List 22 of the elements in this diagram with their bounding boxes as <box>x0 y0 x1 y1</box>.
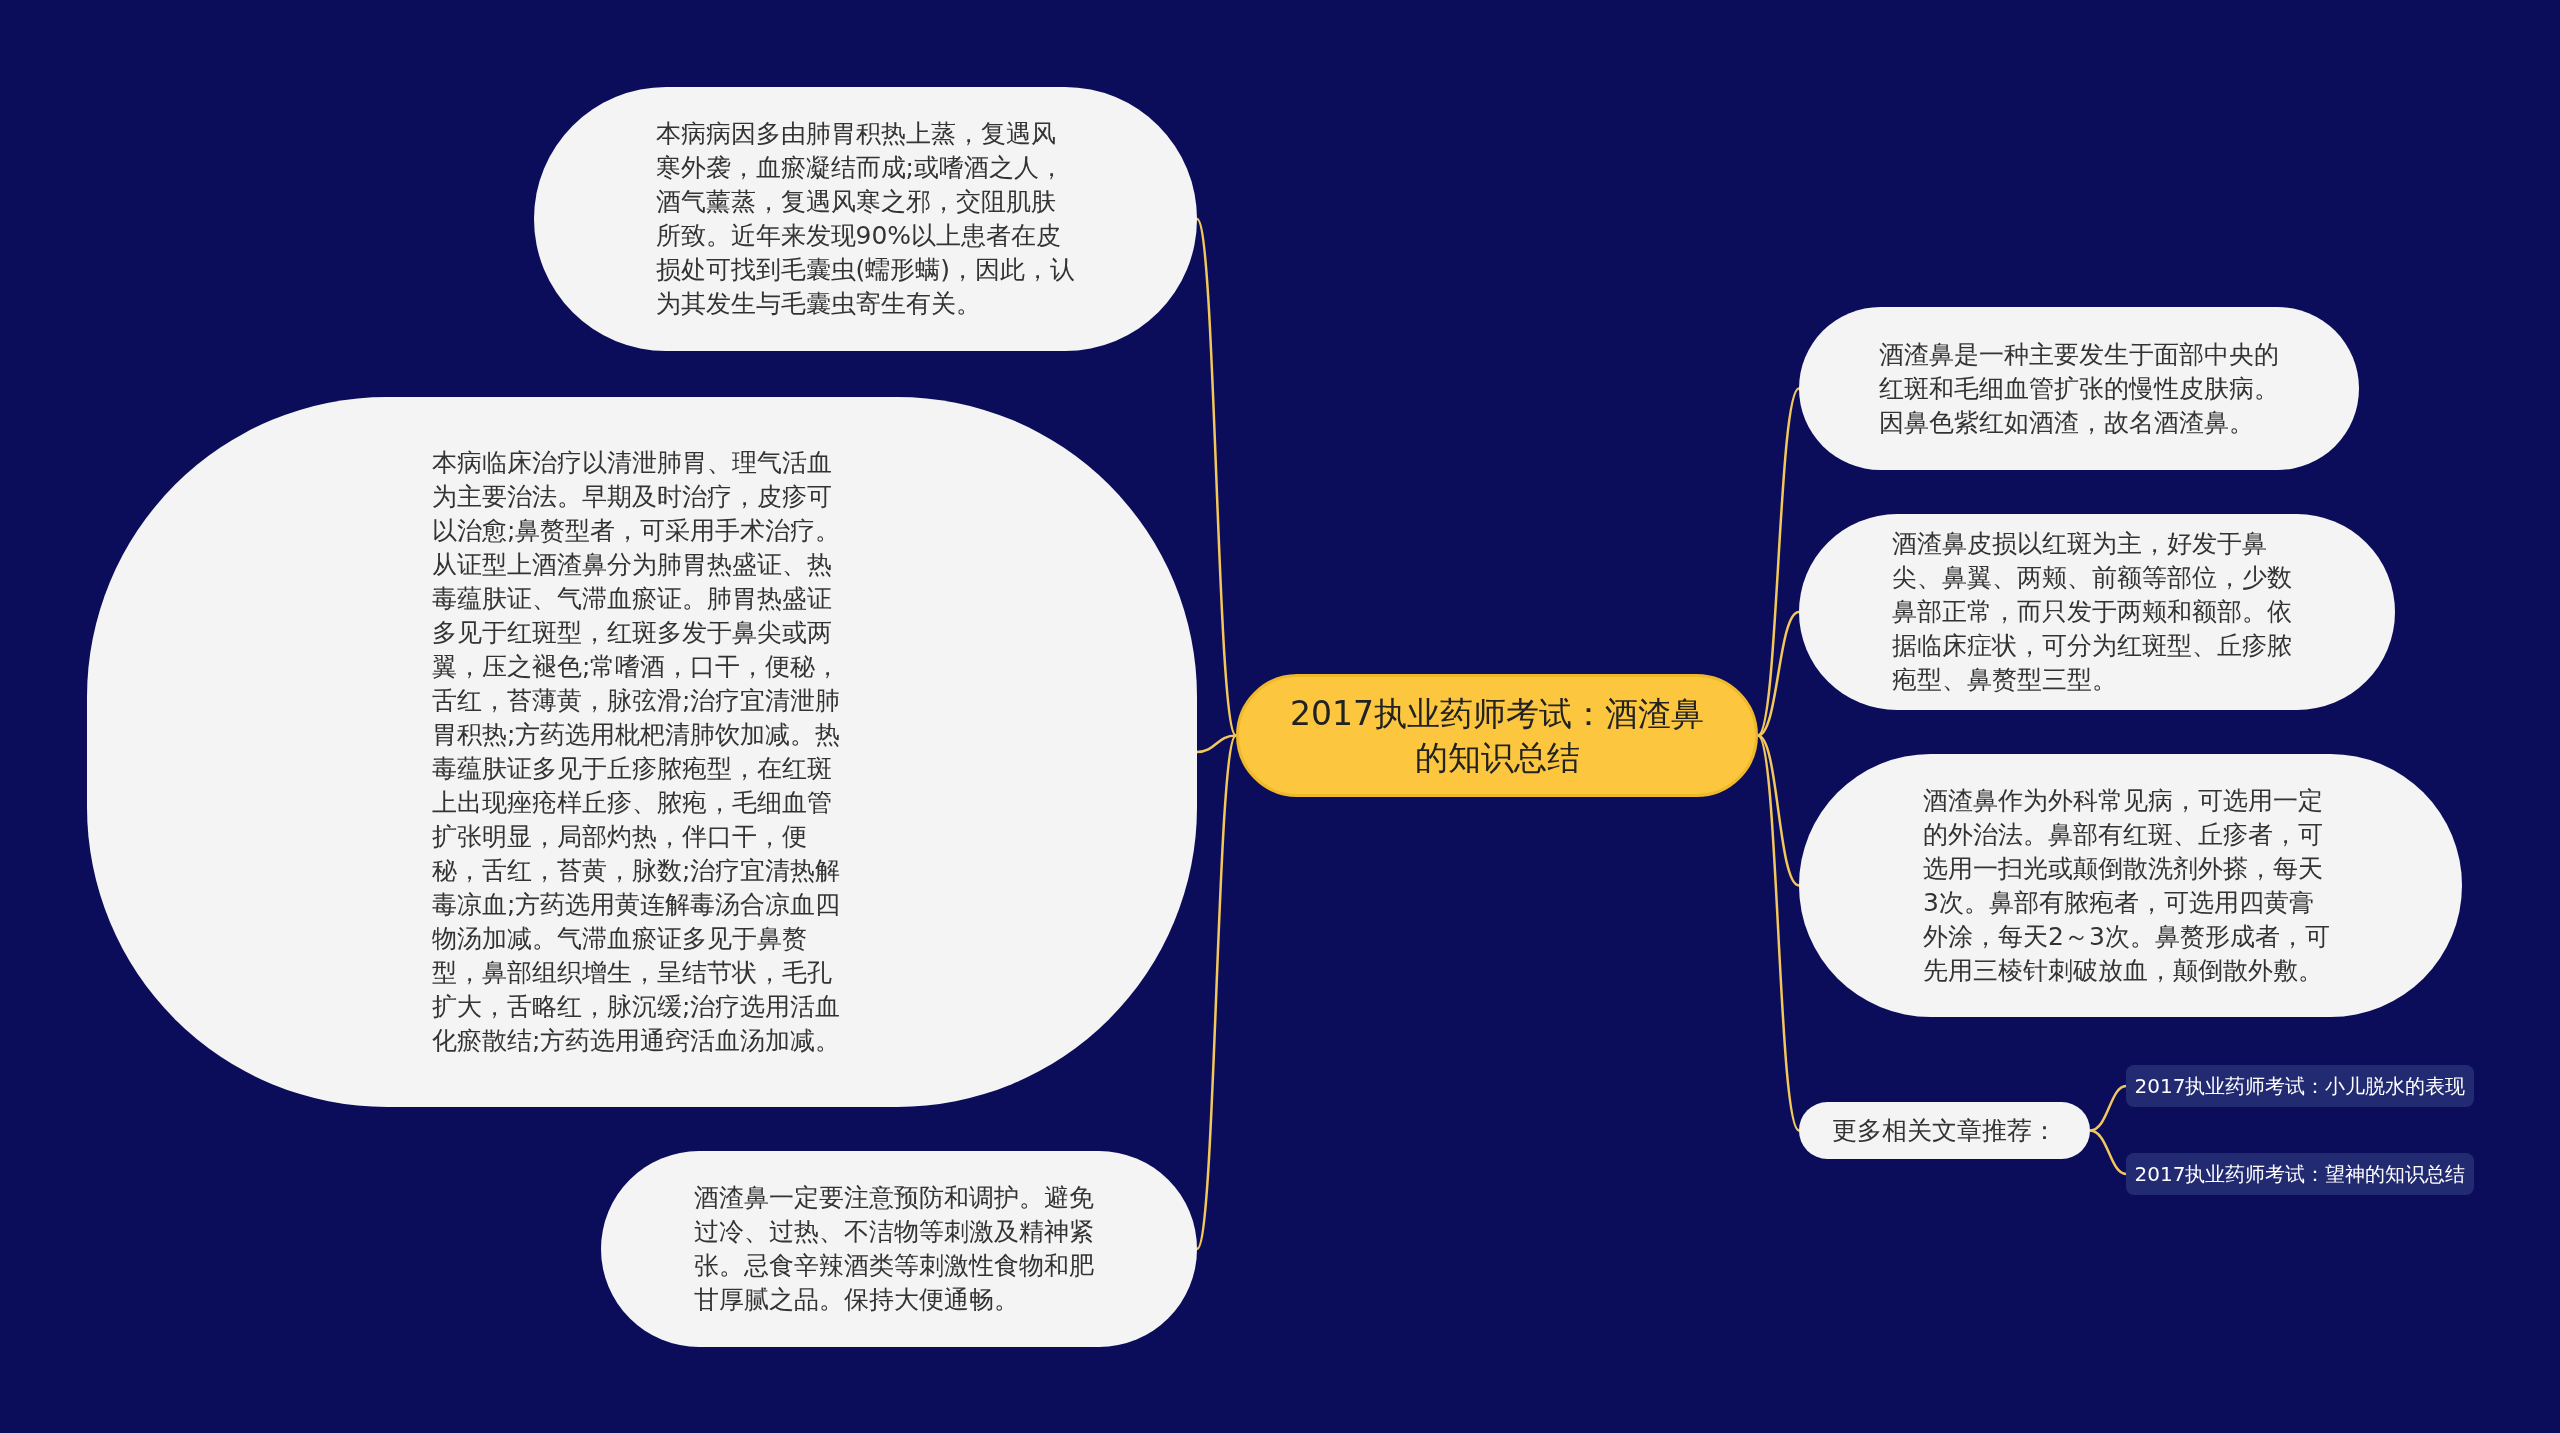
connector-line <box>1757 610 1800 737</box>
node-text: 更多相关文章推荐： <box>1831 1114 2058 1147</box>
node-text: 本病临床治疗以清泄肺胃、理气活血为主要治法。早期及时治疗，皮疹可以治愈;鼻赘型者，可采用手术治疗。从证型上酒渣鼻分为肺胃热盛证、热毒蕴肤证、气滞血瘀证。肺胃热盛证多见于红斑型，红斑多发于鼻尖或两翼，压之褪色;常嗜酒，口干，便秘，舌红，苔薄黄，脉弦滑;治疗宜清泄肺胃积热;方药选用枇杷清肺饮加减。热毒蕴肤证多见于丘疹脓疱型，在红斑上出现痤疮样丘疹、脓疱，毛细血管扩张明显，局部灼热，伴口干，便秘，舌红，苔黄，脉数;治疗宜清热解毒凉血;方药选用黄连解毒汤合凉血四物汤加减。气滞血瘀证多见于鼻赘型，鼻部组织增生，呈结节状，毛孔扩大，舌略红，脉沉缓;治疗选用活血化瘀散结;方药选用通窍活血汤加减。 <box>432 447 842 1057</box>
node-text: 酒渣鼻皮损以红斑为主，好发于鼻尖、鼻翼、两颊、前额等部位，少数鼻部正常，而只发于两颊和额部。依据临床症状，可分为红斑型、丘疹脓疱型、鼻赘型三型。 <box>1892 528 2293 696</box>
connector-line <box>1195 218 1238 736</box>
node-text: 本病病因多由肺胃积热上蒸，复遇风寒外袭，血瘀凝结而成;或嗜酒之人，酒气薰蒸，复遇风寒之邪，交阻肌肤所致。近年来发现90%以上患者在皮损处可找到毛囊虫(蠕形螨)，因此，认为其发生与毛囊虫寄生有关。 <box>655 118 1076 320</box>
connector-line <box>2089 1129 2127 1176</box>
node-text: 酒渣鼻一定要注意预防和调护。避免过冷、过热、不洁物等刺激及精神紧张。忌食辛辣酒类等刺激性食物和肥甘厚腻之品。保持大便通畅。 <box>694 1182 1095 1316</box>
connector-line <box>1196 734 1237 754</box>
note-pill <box>1799 1102 2090 1159</box>
node-text: 酒渣鼻作为外科常见病，可选用一定的外治法。鼻部有红斑、丘疹者，可选用一扫光或颠倒散洗剂外搽，每天3次。鼻部有脓疱者，可选用四黄膏外涂，每天2～3次。鼻赘形成者，可先用三棱针刺破放血，颠倒散外敷。 <box>1923 784 2331 987</box>
connector-line <box>1756 387 1800 737</box>
link-card <box>2126 1065 2474 1107</box>
node-text: 2017执业药师考试：酒渣鼻的知识总结 <box>1289 692 1705 779</box>
connector-line <box>1757 734 1800 887</box>
node-text: 2017执业药师考试：望神的知识总结 <box>2133 1161 2467 1188</box>
connector-line <box>1195 735 1238 1250</box>
node-text: 酒渣鼻是一种主要发生于面部中央的红斑和毛细血管扩张的慢性皮肤病。因鼻色紫红如酒渣，故名酒渣鼻。 <box>1879 338 2279 439</box>
link-card <box>2126 1153 2474 1195</box>
connector-line <box>2089 1084 2127 1132</box>
connector-line <box>1756 734 1801 1132</box>
node-text: 2017执业药师考试：小儿脱水的表现 <box>2133 1073 2467 1100</box>
